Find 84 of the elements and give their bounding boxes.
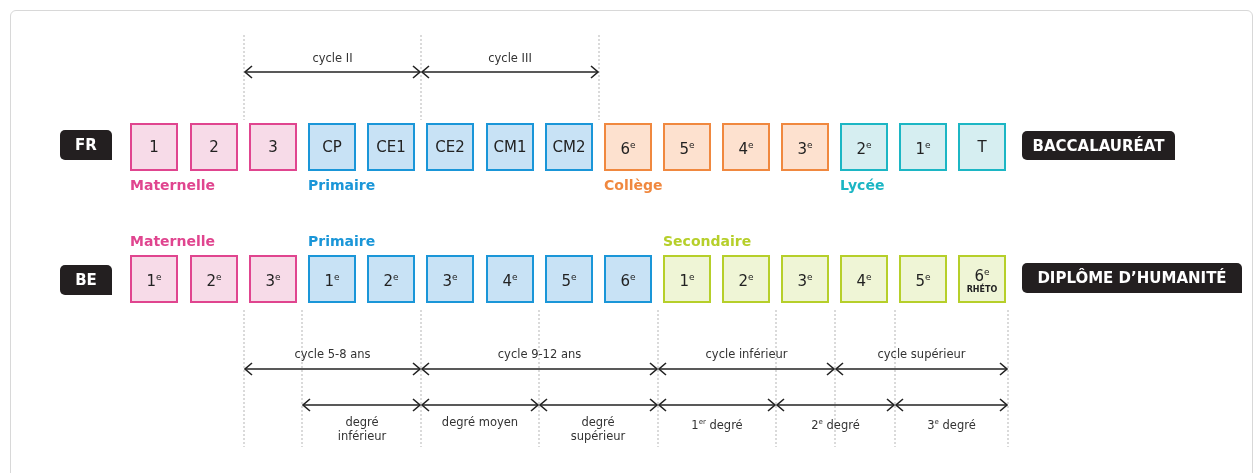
grade-label: 5$^{e}$	[679, 138, 695, 158]
grade-box	[367, 123, 415, 171]
grade-box	[722, 255, 770, 303]
grade-label: 3$^{e}$	[265, 270, 281, 290]
grade-box	[308, 123, 356, 171]
span-label: cycle III	[487, 51, 533, 65]
grade-note: RHÉTO	[966, 285, 998, 294]
grade-label: 6$^{e}$	[974, 266, 990, 285]
grade-box	[249, 123, 297, 171]
grade-label: 1$^{e}$	[915, 138, 931, 158]
grade-label: T	[977, 138, 987, 156]
group-label: Lycée	[840, 177, 885, 193]
country-badge: FR	[60, 130, 112, 160]
grade-box	[604, 255, 652, 303]
group-label: Maternelle	[130, 233, 216, 249]
grade-box	[899, 255, 947, 303]
group-label: Maternelle	[130, 177, 216, 193]
span-label: degré inférieur	[336, 415, 388, 443]
group-label: Secondaire	[663, 233, 752, 249]
grade-box	[958, 123, 1006, 171]
span-label: 1$^{er}$ degré	[690, 416, 744, 432]
grade-label: 4$^{e}$	[502, 270, 518, 290]
grade-label: 3	[268, 138, 278, 156]
grade-label: 4$^{e}$	[738, 138, 754, 158]
diploma-badge: BACCALAURÉAT	[1022, 131, 1175, 160]
span-label: degré supérieur	[569, 415, 627, 443]
grade-box	[190, 255, 238, 303]
grade-box	[190, 123, 238, 171]
span-label: 3$^{e}$ degré	[926, 416, 977, 432]
grade-box	[722, 123, 770, 171]
grade-label: CM2	[552, 138, 586, 156]
country-badge: BE	[60, 265, 112, 295]
grade-box	[426, 255, 474, 303]
grade-label: 2$^{e}$	[383, 270, 399, 290]
grade-label: 2	[209, 138, 219, 156]
grade-box	[130, 123, 178, 171]
grade-label: 5$^{e}$	[561, 270, 577, 290]
grade-box	[308, 255, 356, 303]
grade-label: 2$^{e}$	[856, 138, 872, 158]
span-label: cycle supérieur	[876, 347, 967, 361]
grade-box	[604, 123, 652, 171]
grade-box	[958, 255, 1006, 303]
grade-box	[781, 123, 829, 171]
span-label: degré moyen	[440, 415, 520, 429]
span-label: cycle inférieur	[704, 347, 789, 361]
grade-box	[545, 255, 593, 303]
grade-box	[426, 123, 474, 171]
grade-box	[249, 255, 297, 303]
grade-box	[663, 255, 711, 303]
grade-box	[840, 123, 888, 171]
grade-label: 5$^{e}$	[915, 270, 931, 290]
grade-box	[486, 255, 534, 303]
grade-box	[545, 123, 593, 171]
grade-box	[781, 255, 829, 303]
grade-label: 3$^{e}$	[797, 138, 813, 158]
grade-box	[130, 255, 178, 303]
group-label: Primaire	[308, 233, 376, 249]
grade-label: 3$^{e}$	[442, 270, 458, 290]
grade-box	[840, 255, 888, 303]
grade-label: CM1	[493, 138, 527, 156]
grade-label: 2$^{e}$	[206, 270, 222, 290]
span-label: 2$^{e}$ degré	[810, 416, 861, 432]
grade-label: 1$^{e}$	[679, 270, 695, 290]
grade-box	[367, 255, 415, 303]
grade-label: 1$^{e}$	[324, 270, 340, 290]
grade-box	[899, 123, 947, 171]
group-label: Primaire	[308, 177, 376, 193]
grade-label: CP	[322, 138, 342, 156]
grade-label: 3$^{e}$	[797, 270, 813, 290]
grade-box	[486, 123, 534, 171]
grade-label: 1	[149, 138, 159, 156]
grade-label: 6$^{e}$	[620, 138, 636, 158]
span-label: cycle 5-8 ans	[293, 347, 372, 361]
span-label: cycle 9-12 ans	[496, 347, 583, 361]
grade-box	[663, 123, 711, 171]
grade-label: 2$^{e}$	[738, 270, 754, 290]
grade-label: 6$^{e}$	[620, 270, 636, 290]
group-label: Collège	[604, 177, 663, 193]
grade-label: CE1	[376, 138, 406, 156]
diploma-badge: DIPLÔME D’HUMANITÉ	[1022, 263, 1242, 293]
grade-label: CE2	[435, 138, 465, 156]
grade-label: 1$^{e}$	[146, 270, 162, 290]
span-label: cycle II	[311, 51, 354, 65]
grade-label: 4$^{e}$	[856, 270, 872, 290]
